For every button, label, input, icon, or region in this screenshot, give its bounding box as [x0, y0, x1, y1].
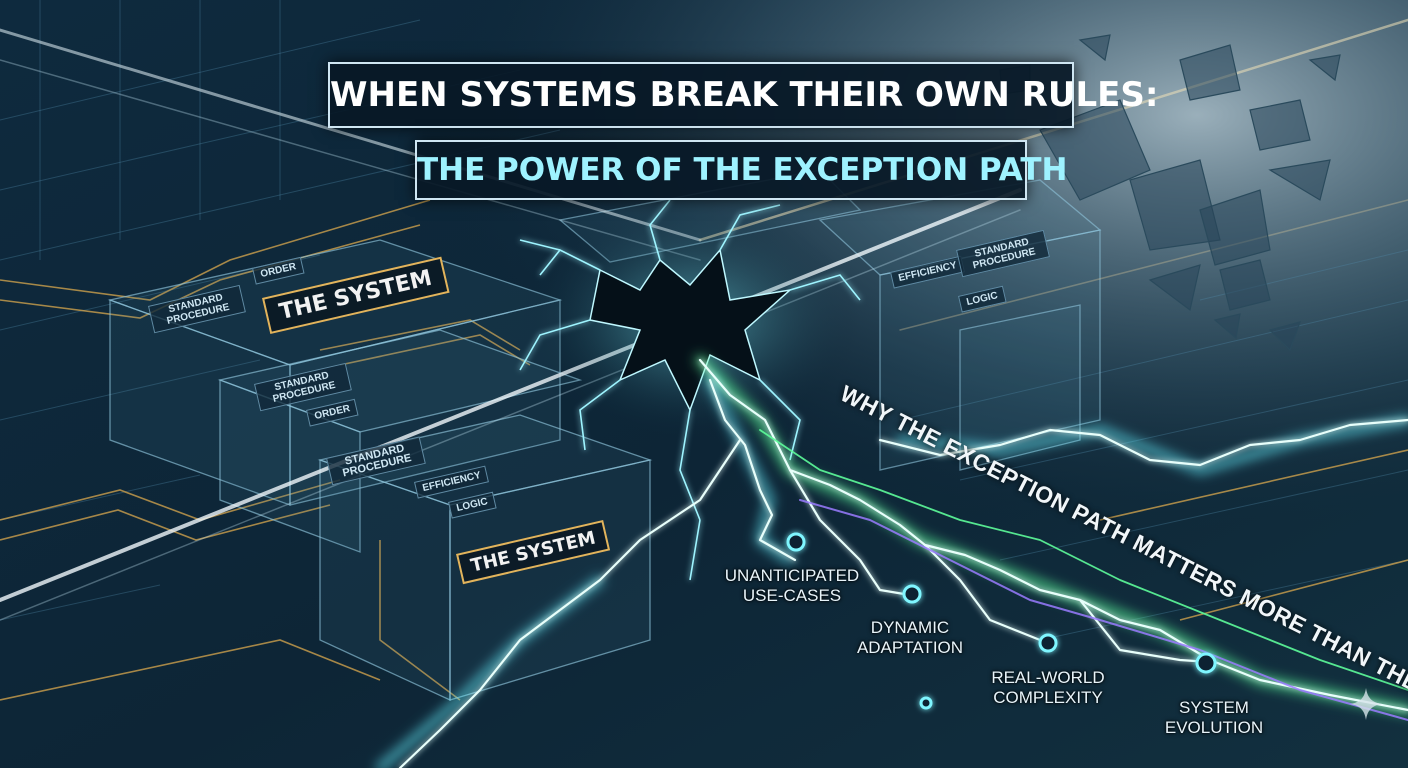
node-label-line: USE-CASES: [742, 586, 842, 605]
sparkle-icon: [1350, 688, 1382, 720]
node-dynamic-adaptation: [902, 584, 922, 604]
node-real-world: [1038, 633, 1058, 653]
node-label-line: COMPLEXITY: [993, 688, 1103, 707]
node-label-line: SYSTEM: [1179, 698, 1249, 717]
node-label-line: REAL-WORLD: [991, 668, 1105, 687]
node-label-line: DYNAMIC: [870, 618, 950, 637]
gold-traces: [0, 199, 1408, 701]
crack: [519, 199, 861, 581]
lightning-streams: [376, 355, 1408, 768]
node-label-real-world: REAL-WORLD COMPLEXITY: [986, 668, 1110, 708]
light-beams: [0, 18, 1408, 621]
debris-fragments: [999, 34, 1341, 352]
node-label-dynamic-adaptation: DYNAMIC ADAPTATION: [848, 618, 972, 658]
node-label-system-evolution: SYSTEM EVOLUTION: [1154, 698, 1274, 738]
node-label-line: UNANTICIPATED: [724, 566, 860, 585]
node-label-line: ADAPTATION: [856, 638, 964, 657]
node-label-line: EVOLUTION: [1164, 718, 1264, 737]
node-label-unanticipated: UNANTICIPATED USE-CASES: [722, 566, 862, 606]
title-line-2: THE POWER OF THE EXCEPTION PATH: [415, 140, 1068, 200]
node-small: [919, 696, 933, 710]
title-line-1: WHEN SYSTEMS BREAK THEIR OWN RULES:: [328, 62, 1158, 128]
node-unanticipated: [786, 532, 806, 552]
node-system-evolution: [1195, 652, 1217, 674]
exception-nodes: [786, 532, 1217, 710]
